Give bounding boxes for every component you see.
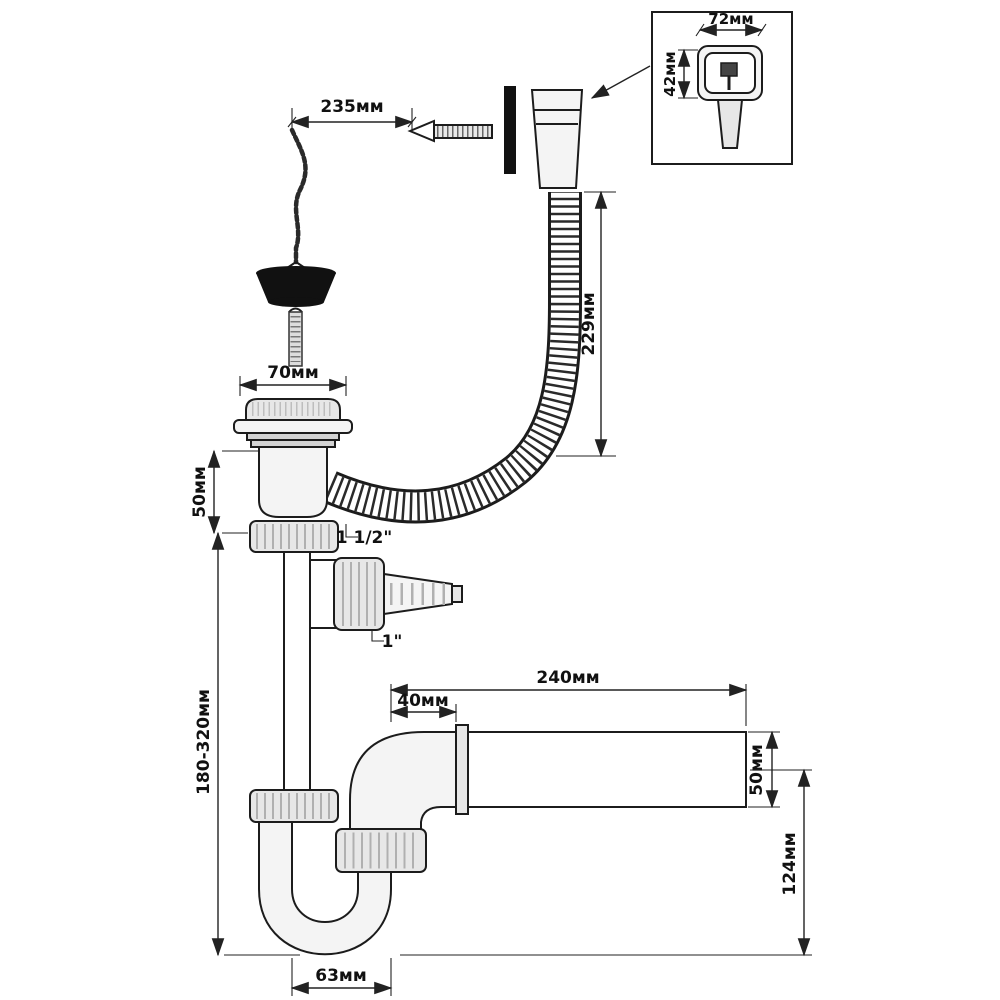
dim-63mm: 63мм [290, 958, 393, 996]
overflow-cover-face [697, 45, 763, 149]
overflow-hose [323, 192, 582, 524]
dim-240mm: 240мм [389, 668, 748, 726]
outlet-elbow [349, 731, 463, 830]
nut-size-label: 1 1/2" [336, 528, 392, 548]
dim-50mm-drain: 50мм [190, 449, 258, 535]
pipe-collar [455, 724, 469, 815]
dim-124mm: 124мм [400, 768, 812, 957]
pull-chain [280, 127, 312, 273]
toggle-bolt [407, 119, 493, 143]
machine-outlet: 1" [309, 557, 463, 652]
dim-label-42mm: 42мм [661, 51, 679, 96]
dim-label-40mm: 40мм [397, 691, 448, 711]
dim-70mm: 70мм [238, 363, 348, 396]
outlet-pipe [455, 724, 747, 815]
trap-outlet-nut [335, 828, 427, 873]
dim-label-229mm: 229мм [579, 292, 599, 355]
spigot-size-label: 1" [382, 632, 403, 652]
coupling-nut-lower [249, 789, 339, 823]
dim-label-63mm: 63мм [315, 966, 366, 986]
drain-flange [233, 398, 353, 518]
standpipe [283, 552, 311, 790]
dim-label-240mm: 240мм [536, 668, 599, 688]
coupling-nut-upper: 1 1/2" [249, 520, 392, 553]
dim-label-124mm: 124мм [780, 832, 800, 895]
wall-section-bar [504, 86, 516, 174]
hose-barb [383, 572, 453, 616]
dim-229mm: 229мм [556, 190, 616, 458]
dim-label-180-320mm: 180-320мм [194, 689, 214, 795]
dim-label-72mm: 72мм [708, 10, 753, 28]
inset-pointer-arrow [590, 65, 651, 99]
plug-stopper [256, 266, 336, 307]
drain-cup-body [258, 446, 328, 518]
dim-235mm: 235мм [287, 97, 417, 130]
inset-detail-box: 72мм 42мм [590, 10, 793, 165]
dim-label-235mm: 235мм [320, 97, 383, 117]
tee-junction [309, 559, 337, 629]
dim-label-70mm: 70мм [267, 363, 318, 383]
fixing-screw [288, 307, 303, 367]
overflow-head [504, 86, 584, 189]
dim-label-50mm-drain: 50мм [190, 466, 210, 517]
dim-40mm: 40мм [389, 691, 458, 722]
dim-180-320mm: 180-320мм [194, 531, 300, 957]
